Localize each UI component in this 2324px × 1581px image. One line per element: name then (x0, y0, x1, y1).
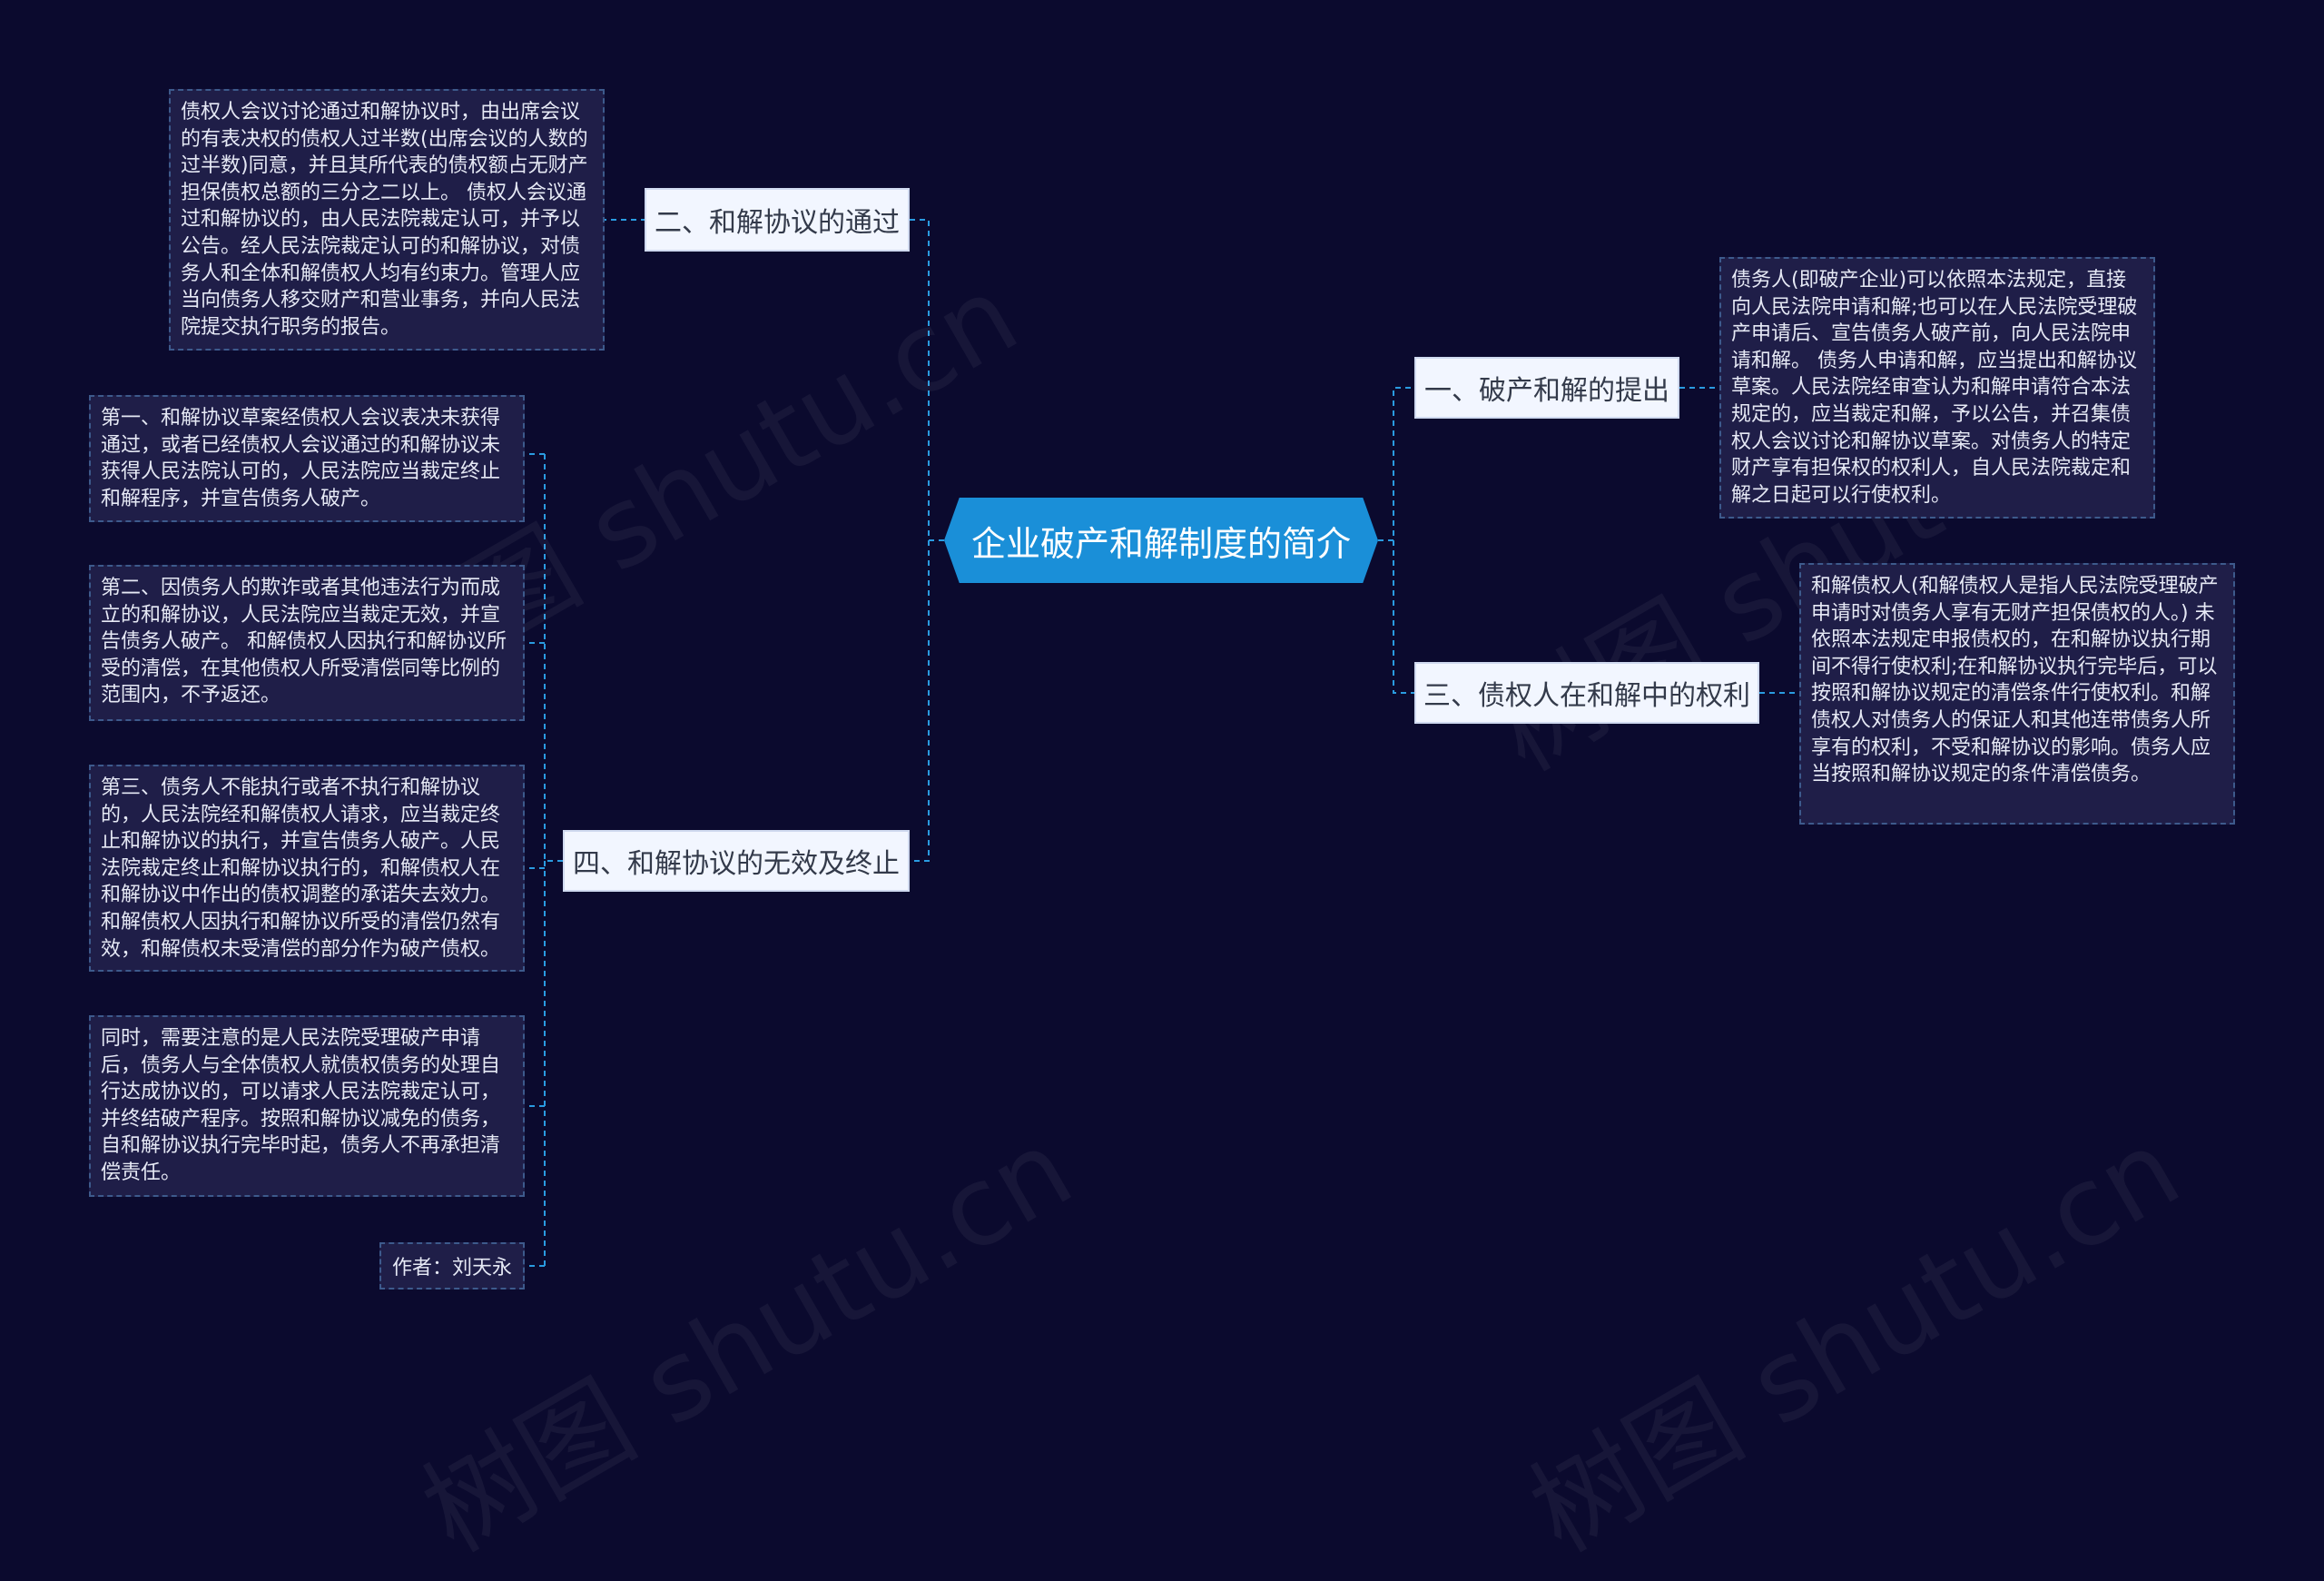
leaf-proposal-detail: 债务人(即破产企业)可以依照本法规定，直接向人民法院申请和解;也可以在人民法院受… (1719, 257, 2155, 519)
leaf-termination-first: 第一、和解协议草案经债权人会议表决未获得通过，或者已经债权人会议通过的和解协议未… (89, 395, 525, 522)
link-root-branch4 (910, 540, 930, 862)
link-root-branch2 (910, 219, 944, 541)
link-branch4-leaves (544, 454, 563, 1266)
leaf-approval-detail: 债权人会议讨论通过和解协议时，由出席会议的有表决权的债权人过半数(出席会议的人数… (169, 89, 605, 351)
leaf-termination-third: 第三、债务人不能执行或者不执行和解协议的，人民法院经和解债权人请求，应当裁定终止… (89, 765, 525, 972)
leaf-creditor-rights-detail: 和解债权人(和解债权人是指人民法院受理破产申请时对债务人享有无财产担保债权的人。… (1799, 563, 2235, 825)
connector-lines (525, 219, 1799, 1267)
branch-proposal[interactable]: 一、破产和解的提出 (1414, 357, 1679, 419)
link-root-branch1 (1378, 387, 1414, 541)
leaf-termination-note: 同时，需要注意的是人民法院受理破产申请后，债务人与全体债权人就债权债务的处理自行… (89, 1015, 525, 1197)
branch-creditor-rights[interactable]: 三、债权人在和解中的权利 (1414, 662, 1759, 724)
link-root-branch3 (1393, 540, 1414, 694)
leaf-termination-second: 第二、因债务人的欺诈或者其他违法行为而成立的和解协议，人民法院应当裁定无效，并宣… (89, 565, 525, 721)
branch-invalidity-termination[interactable]: 四、和解协议的无效及终止 (563, 830, 910, 892)
author-label: 作者：刘天永 (379, 1242, 525, 1290)
root-topic[interactable]: 企业破产和解制度的简介 (944, 498, 1378, 583)
branch-approval[interactable]: 二、和解协议的通过 (645, 188, 910, 252)
